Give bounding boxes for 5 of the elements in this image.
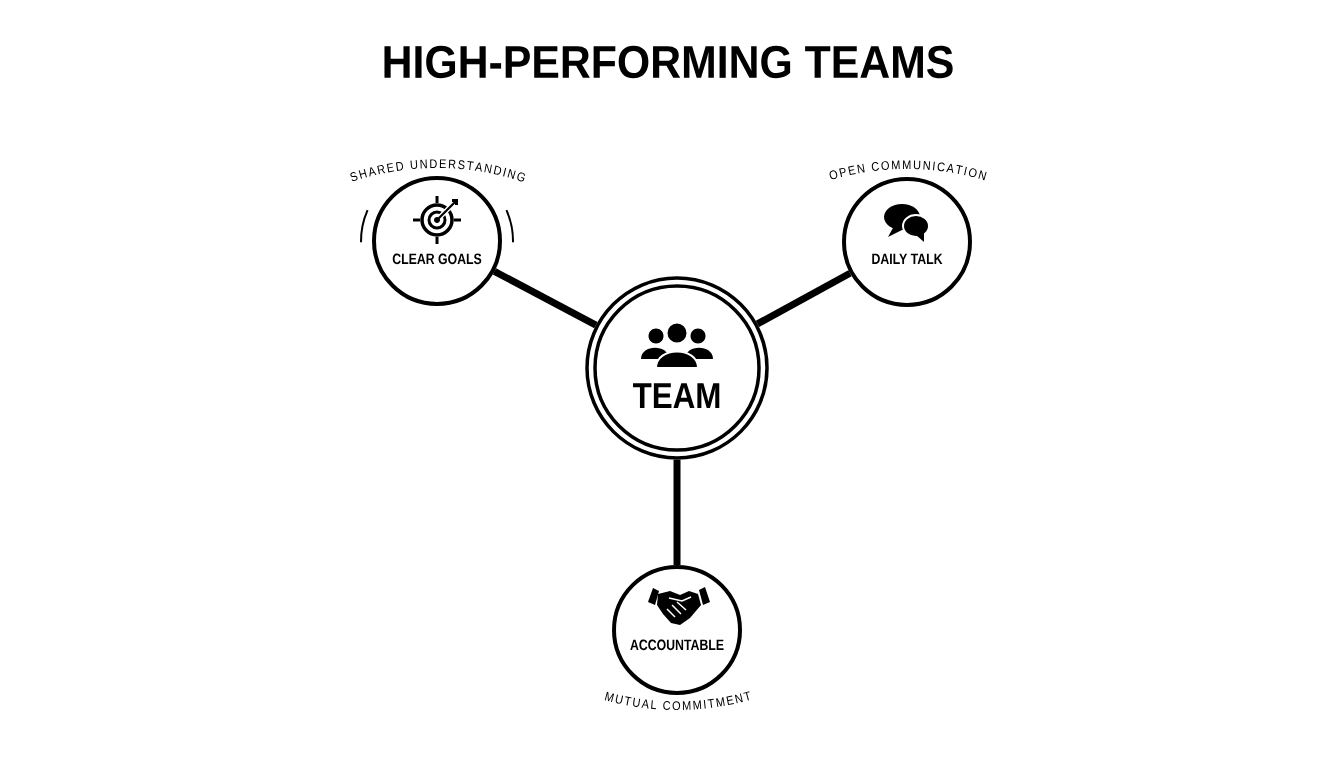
circle-node: DAILY TALK bbox=[842, 177, 972, 307]
connector-line bbox=[492, 268, 598, 329]
connector-line bbox=[755, 270, 852, 327]
circle-node: CLEAR GOALS bbox=[372, 176, 502, 306]
title: HIGH-PERFORMING TEAMS bbox=[384, 45, 953, 79]
